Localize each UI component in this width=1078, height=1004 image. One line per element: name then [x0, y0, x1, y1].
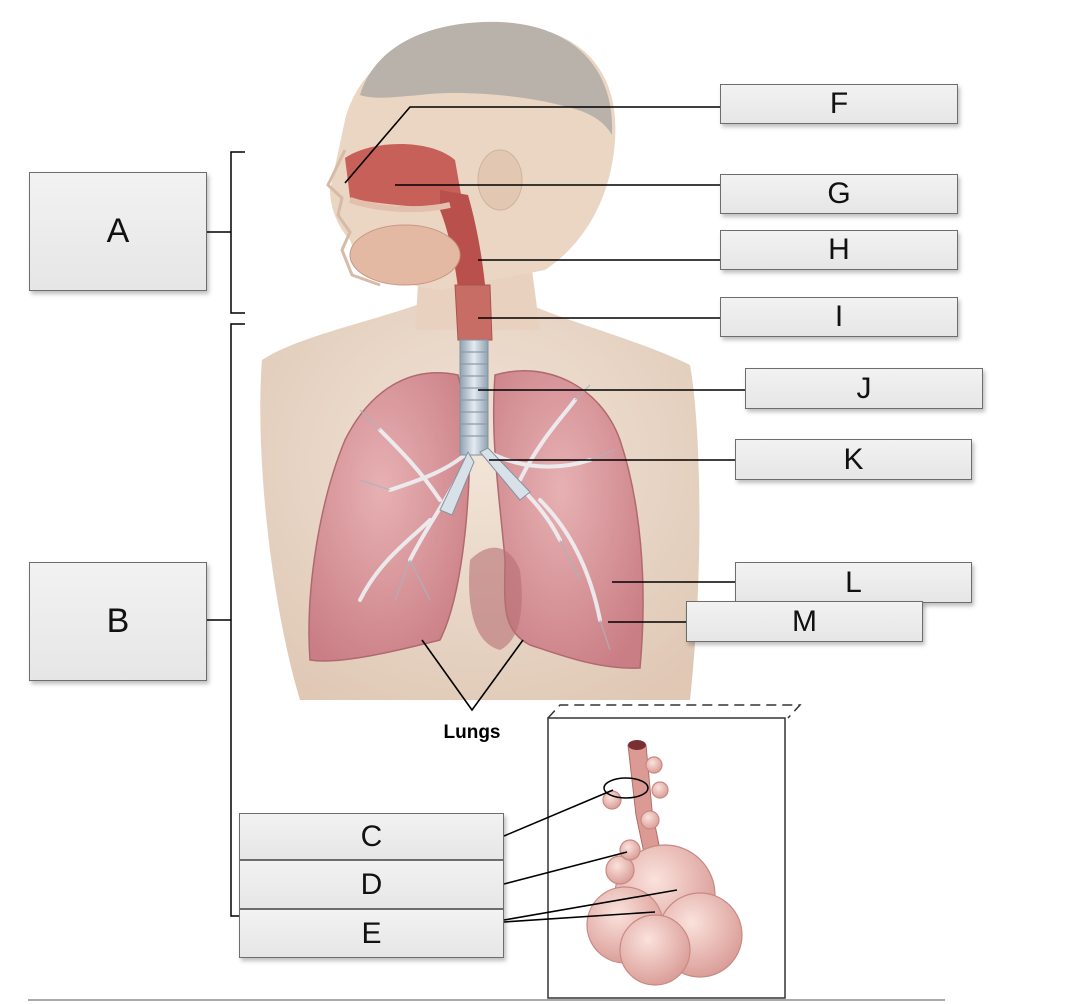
label-box-f[interactable]: F [720, 84, 958, 124]
label-box-k[interactable]: K [735, 439, 972, 480]
label-box-a[interactable]: A [29, 172, 207, 291]
label-box-e[interactable]: E [239, 909, 504, 958]
label-box-h[interactable]: H [720, 230, 958, 270]
label-box-m[interactable]: M [686, 601, 923, 642]
face-profile [326, 149, 381, 287]
upper-tract-bracket [207, 151, 245, 314]
lower-tract-bracket [207, 323, 245, 917]
label-j: J [856, 371, 872, 405]
trachea [459, 339, 489, 456]
nasal-cavity [345, 144, 462, 210]
label-g: G [827, 177, 851, 210]
label-a: A [106, 212, 130, 250]
label-c: C [360, 819, 383, 853]
label-k: K [843, 442, 864, 476]
heart-shadow [469, 547, 522, 650]
label-box-i[interactable]: I [720, 297, 958, 337]
label-b: B [106, 602, 130, 640]
ear [477, 149, 523, 211]
label-box-g[interactable]: G [720, 174, 958, 214]
label-l: L [845, 565, 862, 599]
lungs-caption: Lungs [444, 722, 501, 743]
label-box-b[interactable]: B [29, 562, 207, 681]
label-e: E [361, 916, 382, 950]
inset-depth-lines [547, 704, 802, 719]
label-box-c[interactable]: C [239, 813, 504, 860]
bronchiole-opening [628, 740, 646, 750]
label-box-j[interactable]: J [745, 368, 983, 409]
label-i: I [834, 300, 844, 333]
larynx [454, 284, 493, 341]
right-lung [308, 372, 471, 662]
bronchiole-marker-ring [603, 777, 649, 799]
left-lung [492, 370, 644, 669]
label-f: F [829, 87, 849, 120]
main-bronchi [439, 447, 531, 516]
label-m: M [792, 604, 817, 638]
hair [360, 21, 613, 135]
label-h: H [828, 233, 850, 266]
leader-lines [344, 106, 745, 923]
label-d: D [360, 867, 383, 901]
label-box-l[interactable]: L [735, 562, 972, 603]
tongue [349, 224, 461, 286]
alveolar-sacs [586, 756, 743, 986]
palate [349, 197, 451, 213]
label-box-d[interactable]: D [239, 860, 504, 909]
